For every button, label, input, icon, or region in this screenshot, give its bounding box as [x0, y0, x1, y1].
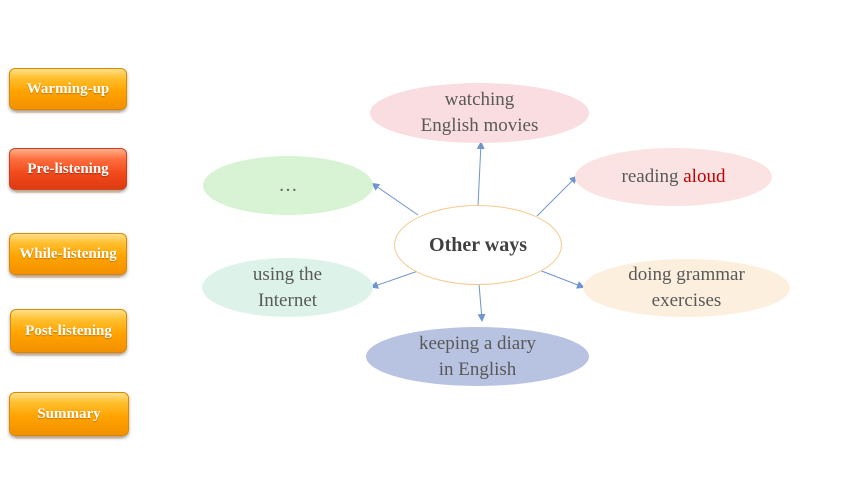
bubble-grammar-line1: doing grammar [628, 264, 745, 285]
arrow-to-left-upper [371, 182, 419, 216]
bubble-diary-line2: in English [438, 358, 517, 380]
bubble-diary-line1: keeping a diary [418, 332, 537, 354]
bubble-ellipsis: … [203, 156, 373, 215]
center-node-label: Other ways [429, 234, 527, 256]
arrow-to-right-upper [536, 175, 578, 217]
bubble-top-line1: watching [444, 89, 515, 110]
arrow-to-left-lower [370, 270, 419, 289]
bubble-keeping-a-diary: keeping a diary in English [366, 327, 589, 386]
bubble-grammar-line2: exercises [651, 290, 722, 311]
bubble-reading-accent: aloud [683, 166, 726, 187]
bubble-doing-grammar-exercises: doing grammar exercises [583, 259, 790, 317]
nav-button-summary[interactable]: Summary [9, 392, 129, 439]
arrow-to-bottom [477, 283, 486, 322]
bubble-internet-line1: using the [252, 263, 323, 285]
arrow-to-top [476, 141, 485, 207]
nav-button-pre-listening[interactable]: Pre-listening [9, 148, 127, 193]
nav-button-while-listening[interactable]: While-listening [9, 233, 127, 278]
nav-button-warming-up[interactable]: Warming-up [9, 68, 127, 113]
nav-button-post-listening[interactable]: Post-listening [10, 309, 127, 356]
bubble-top-line2: English movies [420, 115, 539, 136]
bubble-using-the-internet: using the Internet [202, 258, 373, 317]
arrow-to-right-lower [538, 269, 585, 289]
bubble-reading-aloud: reading aloud [575, 148, 772, 206]
bubble-reading-text: reading [621, 166, 684, 187]
center-node-other-ways: Other ways [394, 205, 562, 285]
bubble-ellipsis-text: … [278, 174, 298, 196]
bubble-internet-line2: Internet [257, 289, 318, 311]
bubble-watching-english-movies: watching English movies [370, 83, 589, 143]
